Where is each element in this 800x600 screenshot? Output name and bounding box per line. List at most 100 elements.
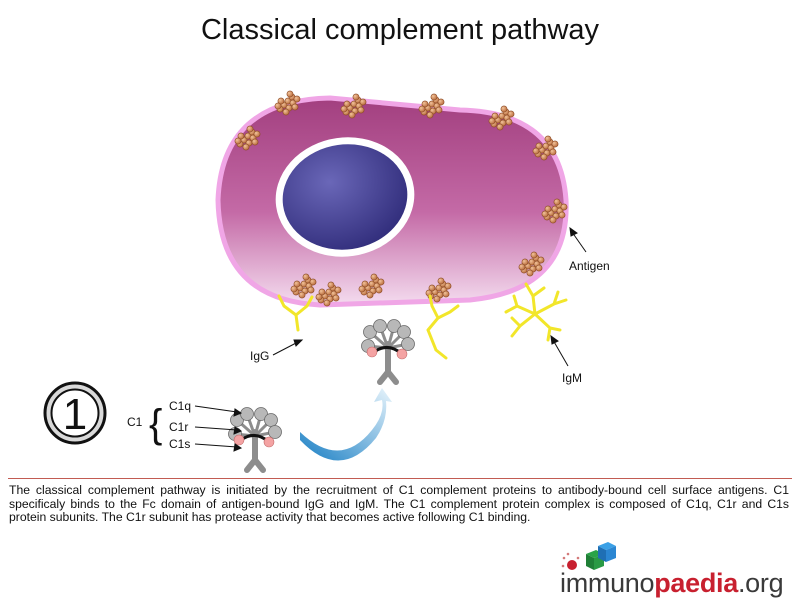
c1r-spot xyxy=(263,436,275,448)
antigen-bead xyxy=(274,102,282,110)
cell xyxy=(215,95,569,308)
antigen-bead xyxy=(315,293,323,301)
antigen-bead xyxy=(334,286,342,294)
nucleus xyxy=(275,137,415,257)
bound-c1-complex xyxy=(361,319,415,385)
c1q-head xyxy=(363,325,377,339)
antigen-bead xyxy=(500,105,508,113)
antigen-cluster xyxy=(290,273,317,299)
antigen-bead xyxy=(526,269,534,277)
antigen-bead xyxy=(418,105,426,113)
antigen-bead xyxy=(377,278,385,286)
immunopaedia-logo: immunopaedia.org xyxy=(556,540,796,600)
antigen-group xyxy=(234,90,568,307)
antigen-cluster xyxy=(340,93,367,119)
c1q-head xyxy=(240,407,254,421)
antigen-bead xyxy=(435,106,443,114)
igg-antibody xyxy=(277,294,314,332)
antigen-bead xyxy=(323,299,331,307)
antigen-bead xyxy=(302,273,310,281)
antigen-bead xyxy=(433,295,441,303)
antigen-bead xyxy=(549,216,557,224)
antigen-bead xyxy=(309,278,317,286)
antigen-bead xyxy=(242,143,250,151)
antigen-bead xyxy=(535,264,543,272)
step-badge: 1 xyxy=(43,381,107,445)
antigen-bead xyxy=(298,291,306,299)
c1q-label: C1q xyxy=(169,399,191,413)
antigen-bead xyxy=(541,210,549,218)
antigen-bead xyxy=(532,147,540,155)
antigen-bead xyxy=(430,93,438,101)
antigen-bead xyxy=(491,112,499,120)
free-c1-complex xyxy=(228,407,282,473)
antigen-bead xyxy=(518,263,526,271)
antigen-bead xyxy=(237,132,245,140)
logo-cubes-icon xyxy=(561,542,616,570)
antigen-bead xyxy=(549,148,557,156)
c1q-head xyxy=(401,337,415,351)
antigen-bead xyxy=(551,140,559,148)
antigen-bead xyxy=(291,103,299,111)
antigen-bead xyxy=(352,93,360,101)
antigen-bead xyxy=(426,111,434,119)
antigen-cluster xyxy=(274,90,301,116)
antigen-bead xyxy=(366,291,374,299)
antigen-bead xyxy=(558,211,566,219)
c1q-head xyxy=(387,319,401,333)
antigen-bead xyxy=(540,153,548,161)
c1-brace: { xyxy=(149,402,162,446)
antigen-label: Antigen xyxy=(569,259,610,273)
antigen-bead xyxy=(290,285,298,293)
antigen-bead xyxy=(488,117,496,125)
antigen-bead xyxy=(282,108,290,116)
antigen-cluster xyxy=(532,135,559,161)
antigen-bead xyxy=(277,97,285,105)
antigen-bead xyxy=(251,138,259,146)
igg-label: IgG xyxy=(250,349,269,363)
recruitment-arrow xyxy=(300,388,392,461)
antigen-bead xyxy=(318,288,326,296)
antigen-bead xyxy=(521,258,529,266)
antigen-bead xyxy=(348,111,356,119)
antigen-bead xyxy=(327,281,335,289)
antigen-cluster xyxy=(518,251,545,277)
antigen-bead xyxy=(370,273,378,281)
antigen-bead xyxy=(293,280,301,288)
antigen-bead xyxy=(343,100,351,108)
c1q-head xyxy=(397,325,411,339)
caption-text: The classical complement pathway is init… xyxy=(9,483,789,525)
antigen-bead xyxy=(544,135,552,143)
antigen-bead xyxy=(544,205,552,213)
antigen-cluster xyxy=(418,93,445,119)
antigen-bead xyxy=(307,286,315,294)
diagram-title: Classical complement pathway xyxy=(200,14,600,46)
igm-antibody xyxy=(504,282,568,342)
logo-text: immunopaedia.org xyxy=(560,568,784,598)
pointer-arrows xyxy=(194,226,587,452)
antigen-bead xyxy=(286,90,294,98)
c1q-head xyxy=(254,407,268,421)
antigen-bead xyxy=(553,198,561,206)
antigen-bead xyxy=(234,137,242,145)
antigen-bead xyxy=(530,251,538,259)
c1q-head xyxy=(373,319,387,333)
igm-label: IgM xyxy=(562,371,582,385)
antigen-cluster xyxy=(488,105,515,131)
antigen-bead xyxy=(437,98,445,106)
antigen-bead xyxy=(421,100,429,108)
antigen-bead xyxy=(361,280,369,288)
antigen-cluster xyxy=(425,277,452,303)
antigen-bead xyxy=(444,282,452,290)
step-number: 1 xyxy=(63,390,87,439)
antigen-bead xyxy=(560,203,568,211)
antigen-bead xyxy=(293,95,301,103)
antibody-group xyxy=(277,282,568,360)
antigen-cluster xyxy=(315,281,342,307)
c1r-spot xyxy=(366,346,378,358)
antigen-bead xyxy=(253,130,261,138)
c1q-head xyxy=(268,425,282,439)
antigen-bead xyxy=(507,110,515,118)
divider-line xyxy=(8,478,792,479)
